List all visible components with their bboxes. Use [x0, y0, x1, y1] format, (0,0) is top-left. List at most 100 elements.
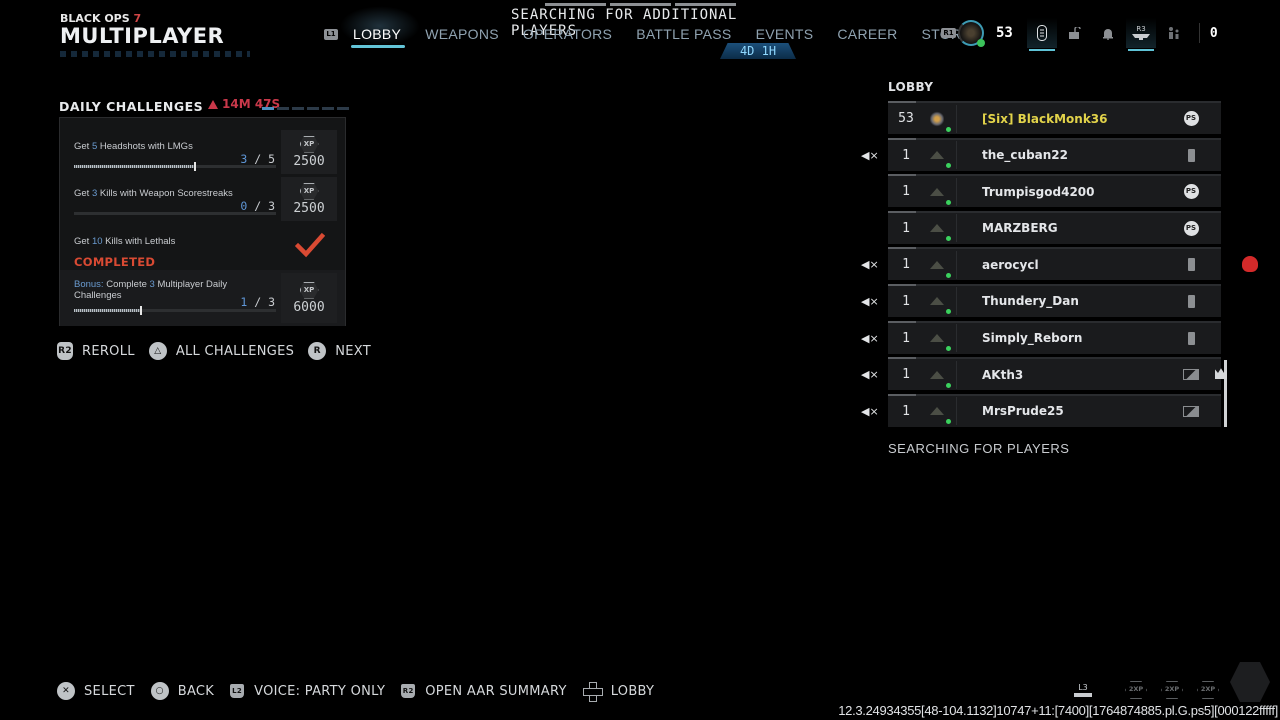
xp-icon: XP	[299, 182, 319, 200]
l2-button-icon: L2	[230, 684, 245, 698]
xp-icon: XP	[299, 135, 319, 153]
lobby-scrollbar[interactable]	[1224, 360, 1227, 427]
rank-emblem-icon	[924, 362, 951, 388]
tab-lobby[interactable]: LOBBY	[350, 26, 406, 48]
platform-badge	[1171, 294, 1211, 308]
party-icon	[1168, 27, 1179, 39]
xbox-console-icon	[1187, 294, 1195, 308]
l3-prompt[interactable]: L3	[1074, 683, 1092, 697]
main-nav-tabs: L1 LOBBY WEAPONS OPERATORS BATTLE PASS E…	[324, 24, 995, 48]
challenge-progress-count: 3 / 5	[240, 152, 275, 166]
muted-speaker-icon[interactable]: ◀×	[861, 148, 879, 162]
player-name: Simply_Reborn	[982, 331, 1083, 346]
player-row[interactable]: ◀× 1 aerocycl	[861, 247, 1221, 281]
unlock-icon	[1068, 27, 1081, 39]
muted-speaker-icon[interactable]: ◀×	[861, 404, 879, 418]
r2-button-icon: R2	[401, 684, 416, 698]
challenge-reward: XP 2500	[281, 177, 337, 221]
player-level: 53	[996, 25, 1013, 41]
checkmark-icon	[295, 232, 325, 258]
online-dot	[946, 163, 951, 169]
circle-button-icon: ○	[150, 682, 169, 700]
voice-setting-button[interactable]: L2 VOICE: PARTY ONLY	[230, 684, 385, 699]
bonus-challenge[interactable]: Bonus: Complete 3 Multiplayer Daily Chal…	[60, 270, 345, 326]
player-row[interactable]: ◀× 1 Simply_Reborn	[861, 320, 1221, 354]
challenge-progress-bar	[74, 162, 276, 171]
game-logo: BLACK OPS 7 MULTIPLAYER	[60, 12, 250, 57]
rank-emblem-icon	[924, 325, 951, 352]
player-row[interactable]: 1 Trumpisgod4200 PS	[888, 174, 1221, 208]
muted-speaker-icon[interactable]: ◀×	[861, 294, 879, 308]
platform-badge	[1171, 331, 1211, 345]
player-row[interactable]: ◀× 1 AKth3	[861, 357, 1221, 391]
player-row[interactable]: ◀× 1 Thundery_Dan	[861, 283, 1221, 317]
all-challenges-button[interactable]: △ ALL CHALLENGES	[148, 342, 294, 360]
l1-prev-tab-button[interactable]: L1	[324, 28, 338, 40]
svg-text:R3: R3	[1136, 25, 1145, 33]
muted-speaker-icon[interactable]: ◀×	[861, 331, 879, 345]
xbox-console-icon	[1187, 331, 1195, 345]
xp-reward-value: 2500	[293, 153, 325, 169]
next-challenge-button[interactable]: R NEXT	[308, 342, 371, 360]
player-level: 1	[902, 220, 910, 236]
muted-speaker-icon[interactable]: ◀×	[861, 368, 879, 382]
double-xp-token-icon: 2XP	[1125, 681, 1147, 699]
tab-events[interactable]: EVENTS	[755, 26, 814, 42]
rank-emblem-icon	[924, 142, 951, 169]
build-version-string: 12.3.24934355[48-104.1132]10747+11:[7400…	[838, 703, 1278, 718]
reroll-button[interactable]: R2 REROLL	[57, 342, 135, 360]
tab-weapons[interactable]: WEAPONS	[425, 26, 499, 42]
open-aar-summary-button[interactable]: R2 OPEN AAR SUMMARY	[401, 683, 567, 699]
r3-menu-button[interactable]: R3	[1125, 18, 1156, 51]
player-rank-emblem[interactable]	[958, 20, 985, 47]
online-dot	[946, 199, 951, 205]
challenge-item[interactable]: Get 5 Headshots with LMGs 3 / 5 XP 2500	[60, 118, 345, 174]
player-level: 1	[902, 330, 910, 346]
online-dot	[946, 382, 951, 388]
player-row[interactable]: 1 MARZBERG PS	[888, 210, 1221, 244]
challenge-item-completed[interactable]: Get 10 Kills with Lethals COMPLETED	[60, 212, 345, 269]
player-row[interactable]: ◀× 1 the_cuban22	[861, 137, 1221, 171]
tab-career[interactable]: CAREER	[837, 26, 898, 42]
dpad-icon	[582, 682, 603, 702]
player-name: [Six] BlackMonk36	[982, 111, 1108, 126]
challenge-item[interactable]: Get 3 Kills with Weapon Scorestreaks 0 /…	[60, 165, 345, 221]
brand-title: MULTIPLAYER	[60, 24, 225, 48]
player-row-self[interactable]: 53 [Six] BlackMonk36 PS	[888, 101, 1221, 134]
back-button[interactable]: ○ BACK	[150, 682, 214, 700]
daily-challenges-panel: Get 5 Headshots with LMGs 3 / 5 XP 2500 …	[59, 117, 346, 326]
notifications-button[interactable]	[1093, 18, 1123, 48]
rank-emblem-icon	[924, 252, 951, 278]
social-button[interactable]	[1026, 18, 1057, 51]
player-name: MARZBERG	[982, 221, 1058, 236]
xbox-console-icon	[1187, 258, 1195, 272]
bonus-description: Bonus: Complete 3 Multiplayer Daily Chal…	[74, 279, 228, 301]
player-level: 1	[902, 367, 910, 383]
playstation-icon: PS	[1183, 111, 1199, 126]
loading-hex-wheel-icon	[1230, 662, 1270, 702]
party-button[interactable]	[1159, 18, 1189, 48]
lobby-dpad-button[interactable]: LOBBY	[582, 682, 655, 702]
player-level: 1	[902, 147, 910, 163]
unlocks-button[interactable]	[1060, 18, 1090, 48]
skull-icon	[1242, 256, 1258, 272]
r2-button-icon: R2	[57, 342, 73, 360]
platform-badge	[1171, 405, 1211, 417]
events-timer-badge: 4D 1H	[720, 43, 796, 59]
online-status-dot	[977, 39, 985, 47]
online-dot	[946, 346, 951, 352]
tab-battle-pass[interactable]: BATTLE PASS	[636, 26, 732, 42]
player-hud: R1 53 R3 0	[941, 18, 1218, 51]
challenge-reward: XP 2500	[281, 130, 337, 174]
r1-next-tab-button[interactable]: R1	[941, 28, 956, 38]
online-dot	[946, 419, 951, 425]
player-level: 1	[902, 257, 910, 273]
player-row[interactable]: ◀× 1 MrsPrude25	[861, 393, 1221, 427]
platform-badge: PS	[1171, 184, 1211, 200]
triangle-button-icon: △	[148, 342, 167, 360]
platform-badge: PS	[1171, 220, 1211, 236]
muted-speaker-icon[interactable]: ◀×	[861, 258, 879, 272]
select-button[interactable]: ✕ SELECT	[57, 682, 135, 700]
online-dot	[946, 236, 951, 242]
tab-operators[interactable]: OPERATORS	[522, 26, 613, 42]
